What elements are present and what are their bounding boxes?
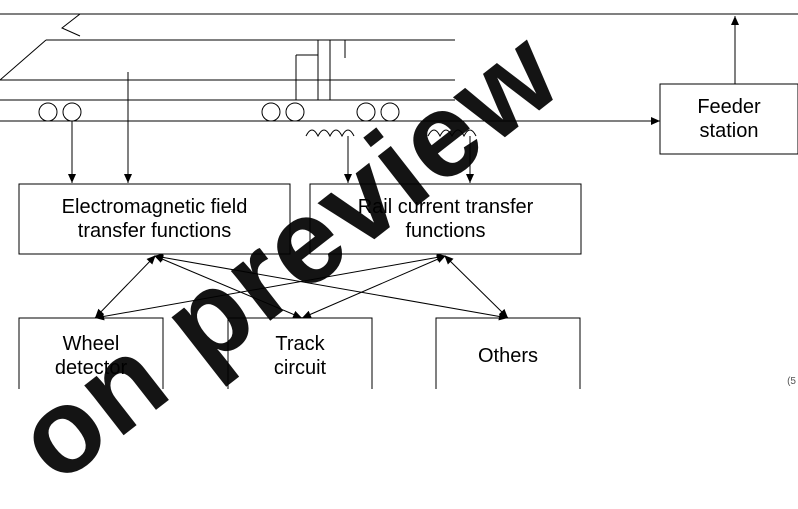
rail-transfer-label: Rail current transfer functions: [357, 196, 534, 242]
diagram: Feeder station Electromagnetic field tra…: [0, 3, 798, 507]
feeder-box: [659, 83, 798, 155]
feeder-label: Feeder station: [697, 96, 761, 142]
pantograph: [61, 13, 81, 37]
connections: [94, 253, 509, 321]
link-rail-track: [301, 255, 446, 319]
em-transfer-label: Electromagnetic field transfer functions: [61, 196, 248, 242]
train-body: [0, 39, 455, 101]
track-circuit-label: Track circuit: [273, 333, 327, 379]
em-transfer-box: [18, 183, 291, 255]
wheel-detector-label: Wheel detector: [54, 333, 128, 379]
others-label: Others: [477, 345, 539, 367]
others-box: [435, 317, 581, 389]
coil-1: [305, 129, 355, 138]
wheel-detector-box: [18, 317, 164, 389]
diagram-lines: [0, 13, 798, 389]
track-circuit-box: [227, 317, 373, 389]
wheels: [38, 102, 400, 122]
rail-transfer-box: [309, 183, 582, 255]
link-rail-others: [444, 255, 509, 319]
corner-mark: (5: [787, 376, 796, 387]
coil-2: [427, 129, 477, 138]
